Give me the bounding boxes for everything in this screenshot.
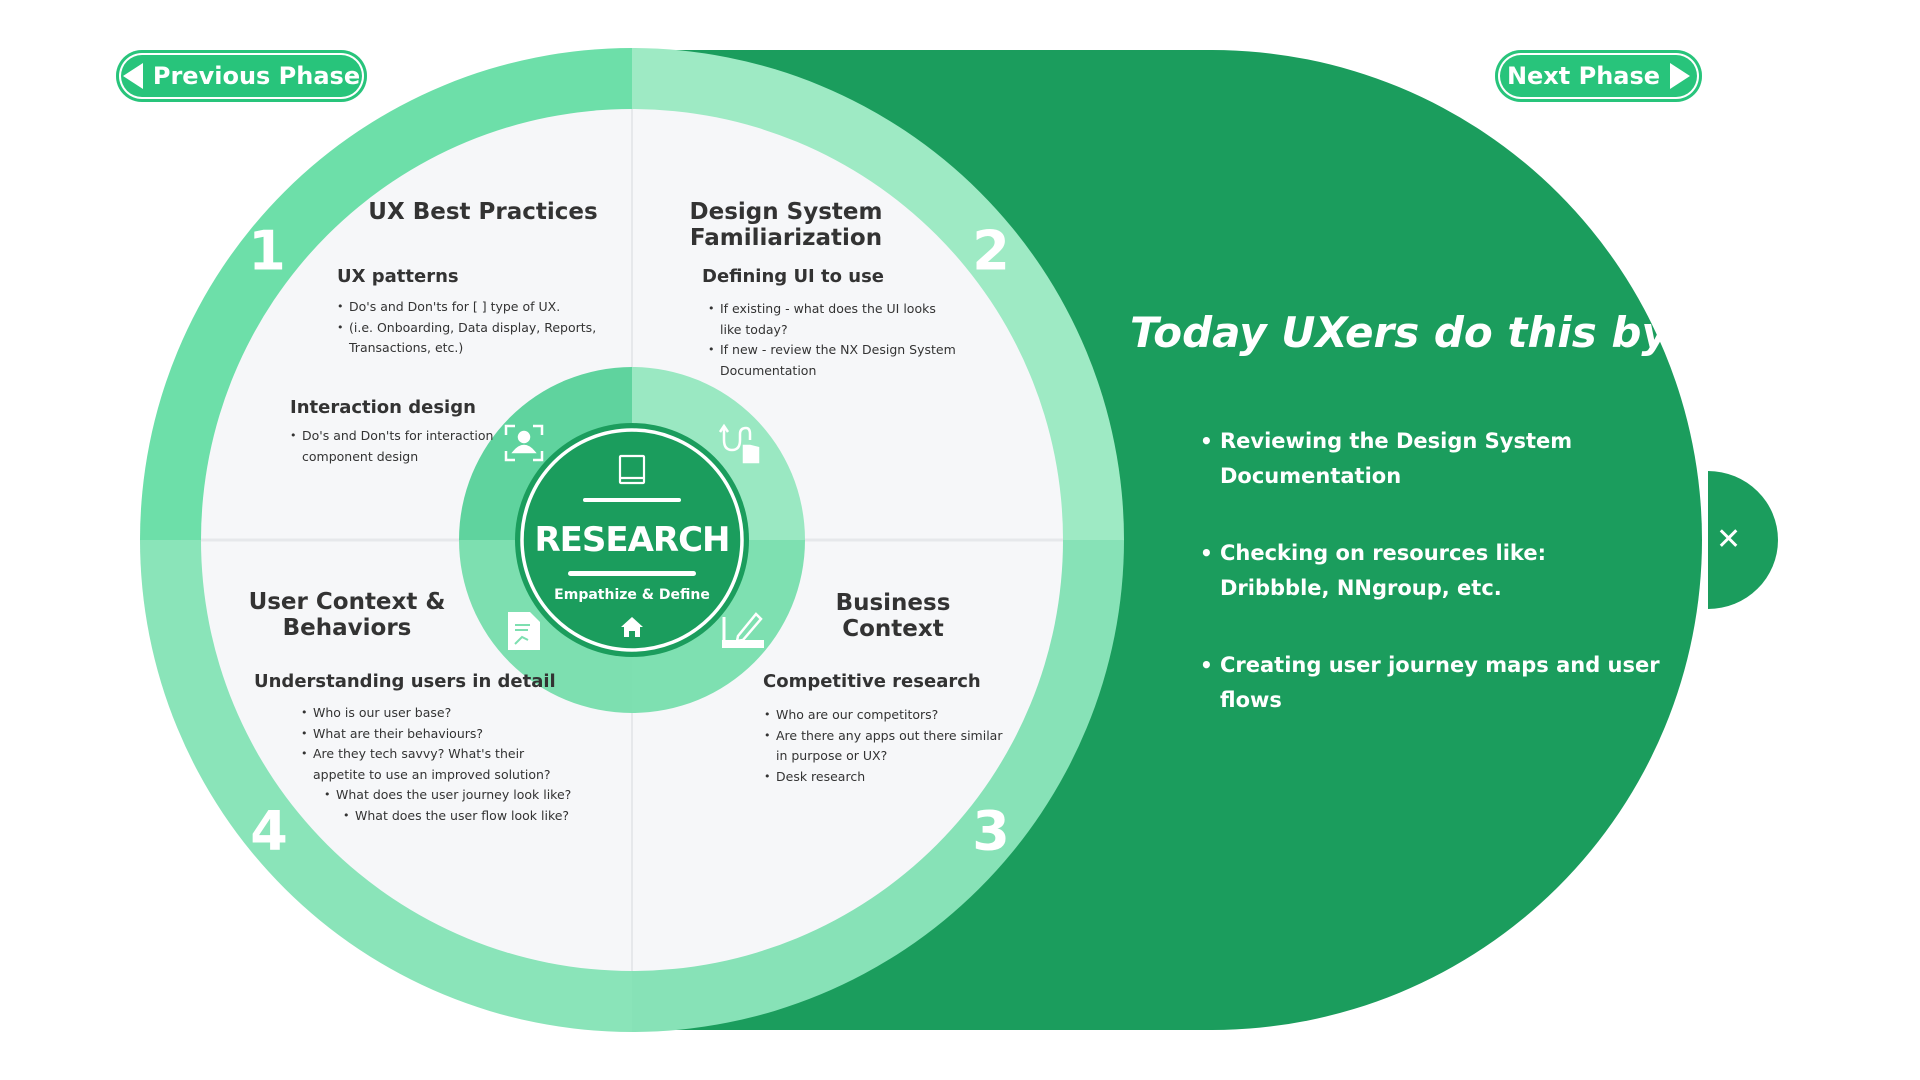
home-icon <box>621 617 643 637</box>
center-title: RESEARCH <box>534 520 730 560</box>
quadrant-number-1: 1 <box>248 219 286 283</box>
previous-phase-button[interactable]: Previous Phase <box>116 50 367 102</box>
quadrant-4-list-1: Who is our user base? What are their beh… <box>301 703 573 826</box>
close-icon[interactable]: ✕ <box>1716 522 1742 557</box>
list-item: Are there any apps out there similar in … <box>764 726 1011 767</box>
quadrant-3-heading-1: Competitive research <box>763 671 981 692</box>
list-item: (i.e. Onboarding, Data display, Reports,… <box>337 318 599 359</box>
list-item: If existing - what does the UI looks lik… <box>708 299 960 340</box>
next-phase-label: Next Phase <box>1506 62 1661 90</box>
list-item: What are their behaviours? <box>301 724 573 745</box>
quadrant-1-heading-2: Interaction design <box>290 397 476 418</box>
list-item: If new - review the NX Design System Doc… <box>708 340 960 381</box>
quadrant-1-title: UX Best Practices <box>368 199 598 225</box>
list-item: Checking on resources like: Dribbble, NN… <box>1200 536 1660 606</box>
quadrant-4-title-line1: User Context & <box>248 589 446 615</box>
quadrant-2-title-line1: Design System <box>689 199 883 225</box>
quadrant-2-list-1: If existing - what does the UI looks lik… <box>708 299 960 381</box>
list-item: Do's and Don'ts for [ ] type of UX. <box>337 297 599 318</box>
list-item: What does the user journey look like? <box>324 785 573 806</box>
list-item: Reviewing the Design System Documentatio… <box>1200 424 1660 494</box>
quadrant-2-heading-1: Defining UI to use <box>702 266 884 287</box>
quadrant-number-3: 3 <box>972 799 1010 863</box>
list-item: Creating user journey maps and user flow… <box>1200 648 1660 718</box>
user-focus-icon <box>504 424 544 462</box>
arrow-left-icon <box>122 63 143 89</box>
list-item: Who are our competitors? <box>764 705 1011 726</box>
quadrant-4-heading-1: Understanding users in detail <box>254 671 556 692</box>
list-item: Who is our user base? <box>301 703 573 724</box>
center-hub <box>515 423 749 657</box>
previous-phase-label: Previous Phase <box>152 62 361 90</box>
quadrant-3-title-line2: Context <box>842 616 944 642</box>
quadrant-1-list-1: Do's and Don'ts for [ ] type of UX. (i.e… <box>337 297 599 359</box>
list-item: Are they tech savvy? What's their appeti… <box>301 744 573 785</box>
quadrant-number-2: 2 <box>972 219 1010 283</box>
arrow-right-icon <box>1670 63 1691 89</box>
quadrant-2-title: Design System Familiarization <box>690 199 883 251</box>
list-item: Do's and Don'ts for interaction componen… <box>290 426 502 467</box>
center-subtitle: Empathize & Define <box>554 587 710 603</box>
next-phase-button[interactable]: Next Phase <box>1495 50 1702 102</box>
swipe-gesture-icon <box>718 423 760 464</box>
quadrant-1-heading-1: UX patterns <box>337 266 459 287</box>
quadrant-4-title: User Context & Behaviors <box>249 589 446 641</box>
quadrant-3-title: Business Context <box>836 590 951 642</box>
quadrant-1-list-2: Do's and Don'ts for interaction componen… <box>290 426 502 467</box>
close-tab-shape[interactable] <box>1708 471 1778 609</box>
quadrant-4-title-line2: Behaviors <box>282 615 412 641</box>
panel-heading: Today UXers do this by: <box>1130 308 1686 357</box>
quadrant-number-4: 4 <box>250 799 288 863</box>
quadrant-3-list-1: Who are our competitors? Are there any a… <box>764 705 1011 787</box>
panel-list: Reviewing the Design System Documentatio… <box>1200 424 1660 760</box>
book-icon <box>618 454 646 485</box>
list-item: Desk research <box>764 767 1011 788</box>
quadrant-2-title-line2: Familiarization <box>689 225 883 251</box>
blueprint-pencil-icon <box>722 612 764 648</box>
list-item: What does the user flow look like? <box>343 806 573 827</box>
quadrant-3-title-line1: Business <box>835 590 951 616</box>
document-chart-icon <box>508 612 540 650</box>
